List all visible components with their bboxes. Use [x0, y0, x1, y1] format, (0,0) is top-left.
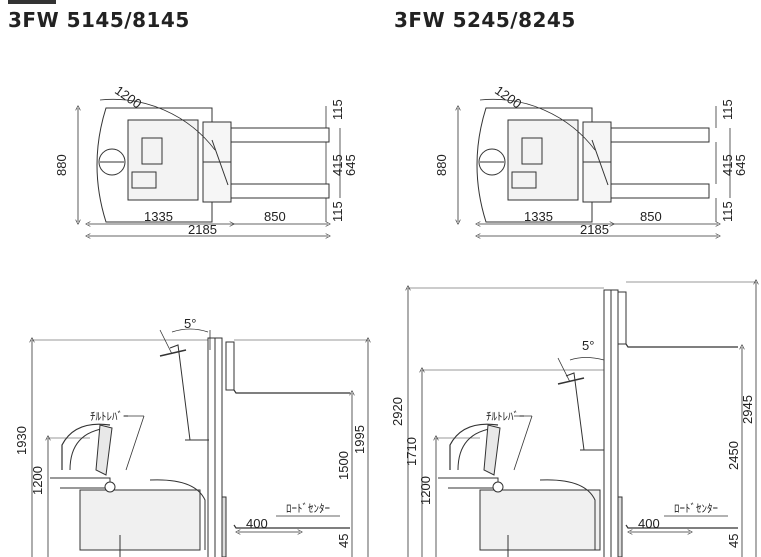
dim-overall-width: 880 [434, 154, 449, 176]
side-view-right [408, 282, 756, 557]
dim-115-top: 115 [330, 99, 345, 120]
lowered-fork [625, 524, 738, 529]
dim-tilt-angle: 5° [184, 316, 196, 331]
dim-2185: 2185 [580, 222, 609, 237]
dim-645: 645 [343, 154, 358, 176]
dim-45: 45 [726, 534, 741, 548]
dim-1710: 1710 [404, 437, 419, 466]
header-accent-bar [8, 0, 56, 4]
dim-850: 850 [264, 209, 286, 224]
top-view-left [78, 98, 341, 236]
dim-2945: 2945 [740, 395, 755, 424]
dim-1200: 1200 [30, 466, 45, 495]
dim-2450: 2450 [726, 441, 741, 470]
dim-850: 850 [640, 209, 662, 224]
dim-415: 415 [330, 154, 345, 176]
seat [511, 171, 537, 189]
label-load-center: ﾛｰﾄﾞｾﾝﾀｰ [286, 502, 330, 515]
top-view-right [458, 98, 731, 236]
tilt-lever-arm [95, 424, 113, 476]
dim-1930: 1930 [14, 426, 29, 455]
fork-upper [610, 127, 710, 143]
operator-compartment [507, 119, 579, 201]
dim-1200: 1200 [418, 476, 433, 505]
wheel-hub [104, 481, 116, 493]
steering-wheel [478, 148, 506, 176]
dim-turn-radius: 1200 [112, 83, 144, 112]
fork-lower [230, 183, 330, 199]
dim-2920: 2920 [390, 397, 405, 426]
dim-1995: 1995 [352, 425, 367, 454]
dim-turn-radius: 1200 [492, 83, 524, 112]
dim-115-bottom: 115 [720, 201, 735, 222]
side-view-left [32, 328, 368, 557]
raised-fork [625, 343, 738, 348]
dim-1335: 1335 [524, 209, 553, 224]
raised-fork [233, 389, 350, 394]
dim-1335: 1335 [144, 209, 173, 224]
dim-645: 645 [733, 154, 748, 176]
truck-body [79, 489, 201, 551]
steering-wheel [98, 148, 126, 176]
dim-45: 45 [336, 534, 351, 548]
seat [131, 171, 157, 189]
label-tilt-lever: ﾁﾙﾄﾚﾊﾞｰ [90, 410, 129, 423]
dim-1500: 1500 [336, 451, 351, 480]
dim-overall-width: 880 [54, 154, 69, 176]
dim-115-top: 115 [720, 99, 735, 120]
overhead-guard [61, 423, 111, 470]
top-dims-right: 1200 880 115 415 645 115 1335 850 2185 [434, 83, 748, 237]
truck-body [479, 489, 601, 551]
dim-415: 415 [720, 154, 735, 176]
fork-lower [610, 183, 710, 199]
model-title-left: 3FW 5145/8145 [8, 8, 190, 32]
label-load-center: ﾛｰﾄﾞｾﾝﾀｰ [674, 502, 718, 515]
lowered-fork [233, 524, 350, 529]
control-panel [521, 137, 543, 165]
wheel-hub [492, 481, 504, 493]
side-dims-left: 5° ﾁﾙﾄﾚﾊﾞｰ ﾛｰﾄﾞｾﾝﾀｰ 1930 1200 1500 1995 … [14, 316, 367, 548]
dim-400: 400 [246, 516, 268, 531]
control-panel [141, 137, 163, 165]
side-dims-right: 5° ﾁﾙﾄﾚﾊﾞｰ ﾛｰﾄﾞｾﾝﾀｰ 2920 1710 1200 2450 … [390, 338, 755, 548]
fork-upper [230, 127, 330, 143]
overhead-guard [449, 423, 499, 470]
model-title-right: 3FW 5245/8245 [394, 8, 576, 32]
dim-2185: 2185 [188, 222, 217, 237]
operator-compartment [127, 119, 199, 201]
tilt-lever-arm [483, 424, 501, 476]
top-dims-left: 1200 880 115 415 645 115 1335 850 2185 [54, 83, 358, 237]
dim-400: 400 [638, 516, 660, 531]
label-tilt-lever: ﾁﾙﾄﾚﾊﾞｰ [486, 410, 525, 423]
dim-115-bottom: 115 [330, 201, 345, 222]
dim-tilt-angle: 5° [582, 338, 594, 353]
